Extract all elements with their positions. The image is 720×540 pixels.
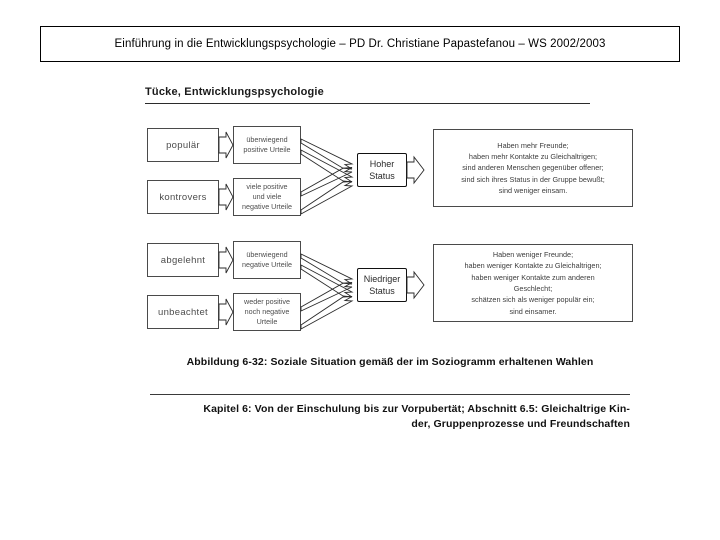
judgement-box-overwiegend-positiv: überwiegend positive Urteile	[233, 126, 301, 164]
arrow-popular-to-judgement	[218, 131, 234, 159]
page-title: Einführung in die Entwicklungspsychologi…	[114, 38, 606, 50]
outcome-box-niedriger-status: Haben weniger Freunde; haben weniger Kon…	[433, 244, 633, 322]
judgement-box-weder-positive-noch-negative: weder positive noch negative Urteile	[233, 293, 301, 331]
judgement-line-2: noch negative	[244, 307, 290, 317]
status-line-2: Status	[369, 171, 395, 181]
figure-heading-divider	[145, 103, 590, 104]
outcome-line-3: haben weniger Kontakte zum anderen	[471, 272, 595, 282]
judgement-text: überwiegend positive Urteile	[243, 135, 290, 154]
judgement-line-2: positive Urteile	[243, 145, 291, 154]
judgement-line-2: und viele	[252, 192, 282, 202]
footer-divider	[150, 394, 630, 395]
judgement-line-3: Urteile	[256, 316, 278, 326]
arrow-unbeachtet-to-judgement	[218, 298, 234, 326]
category-label: unbeachtet	[157, 306, 208, 318]
arrow-judgement3-to-niedriger-status-lower	[300, 264, 354, 298]
outcome-line-6: sind einsamer.	[509, 306, 557, 316]
judgement-text: viele positive und viele negative Urteil…	[242, 182, 292, 211]
outcome-line-3: sind anderen Menschen gegenüber offener;	[462, 163, 604, 173]
chapter-footer: Kapitel 6: Von der Einschulung bis zur V…	[150, 402, 630, 432]
status-label: Niedriger Status	[364, 273, 401, 297]
category-box-popular: populär	[147, 128, 219, 162]
outcome-text: Haben mehr Freunde; haben mehr Kontakte …	[461, 140, 605, 196]
judgement-line-2: negative Urteile	[242, 260, 292, 269]
outcome-text: Haben weniger Freunde; haben weniger Kon…	[464, 249, 601, 317]
chapter-footer-line-1: Kapitel 6: Von der Einschulung bis zur V…	[203, 403, 630, 415]
arrow-judgement2-to-hoher-status-lower	[300, 181, 354, 215]
arrow-abgelehnt-to-judgement	[218, 246, 234, 274]
judgement-line-1: überwiegend	[246, 135, 288, 145]
status-line-2: Status	[369, 286, 395, 296]
category-box-unbeachtet: unbeachtet	[147, 295, 219, 329]
arrow-hoher-status-to-outcome	[406, 155, 425, 185]
judgement-box-overwiegend-negativ: überwiegend negative Urteile	[233, 241, 301, 279]
judgement-line-1: weder positive	[244, 297, 290, 307]
figure-caption: Abbildung 6-32: Soziale Situation gemäß …	[186, 356, 594, 368]
arrow-judgement1-to-hoher-status-upper	[300, 138, 354, 170]
judgement-text: überwiegend negative Urteile	[242, 250, 292, 269]
outcome-line-2: haben weniger Kontakte zu Gleichaltrigen…	[464, 261, 602, 271]
category-label: abgelehnt	[160, 254, 206, 266]
category-box-abgelehnt: abgelehnt	[147, 243, 219, 277]
judgement-box-viele-positive-negative: viele positive und viele negative Urteil…	[233, 178, 301, 216]
status-box-hoher-status: Hoher Status	[357, 153, 407, 187]
status-box-niedriger-status: Niedriger Status	[357, 268, 407, 302]
category-box-kontrovers: kontrovers	[147, 180, 219, 214]
outcome-line-5: sind weniger einsam.	[498, 185, 568, 195]
judgement-line-1: viele positive	[246, 182, 288, 192]
arrow-judgement3-to-niedriger-status-upper	[300, 253, 354, 285]
status-line-1: Niedriger	[363, 273, 401, 284]
judgement-line-3: negative Urteile	[242, 201, 292, 211]
figure-heading: Tücke, Entwicklungspsychologie	[145, 86, 324, 98]
arrow-kontrovers-to-judgement	[218, 183, 234, 211]
status-line-1: Hoher	[369, 158, 395, 169]
status-label: Hoher Status	[369, 158, 395, 182]
category-label: populär	[166, 139, 200, 151]
outcome-line-5: schätzen sich als weniger populär ein;	[471, 295, 595, 305]
arrow-judgement4-to-niedriger-status-lower	[300, 296, 354, 330]
outcome-line-2: haben mehr Kontakte zu Gleichaltrigen;	[468, 152, 598, 162]
arrow-judgement4-to-niedriger-status-upper	[300, 282, 353, 312]
judgement-line-1: überwiegend	[246, 250, 288, 260]
arrow-judgement2-to-niedr-cross-upper	[300, 167, 353, 197]
outcome-line-4: sind sich ihres Status in der Gruppe bew…	[461, 174, 605, 184]
arrow-judgement1-to-hoher-status-lower	[300, 149, 354, 183]
category-label: kontrovers	[159, 191, 207, 203]
chapter-footer-line-2: der, Gruppenprozesse und Freundschaften	[411, 418, 630, 431]
arrow-niedriger-status-to-outcome	[406, 270, 425, 300]
slide-title-banner: Einführung in die Entwicklungspsychologi…	[40, 26, 680, 62]
judgement-text: weder positive noch negative Urteile	[244, 297, 290, 326]
outcome-line-1: Haben mehr Freunde;	[497, 140, 569, 150]
outcome-line-4: Geschlecht;	[513, 284, 553, 293]
outcome-box-hoher-status: Haben mehr Freunde; haben mehr Kontakte …	[433, 129, 633, 207]
outcome-line-1: Haben weniger Freunde;	[492, 250, 574, 260]
